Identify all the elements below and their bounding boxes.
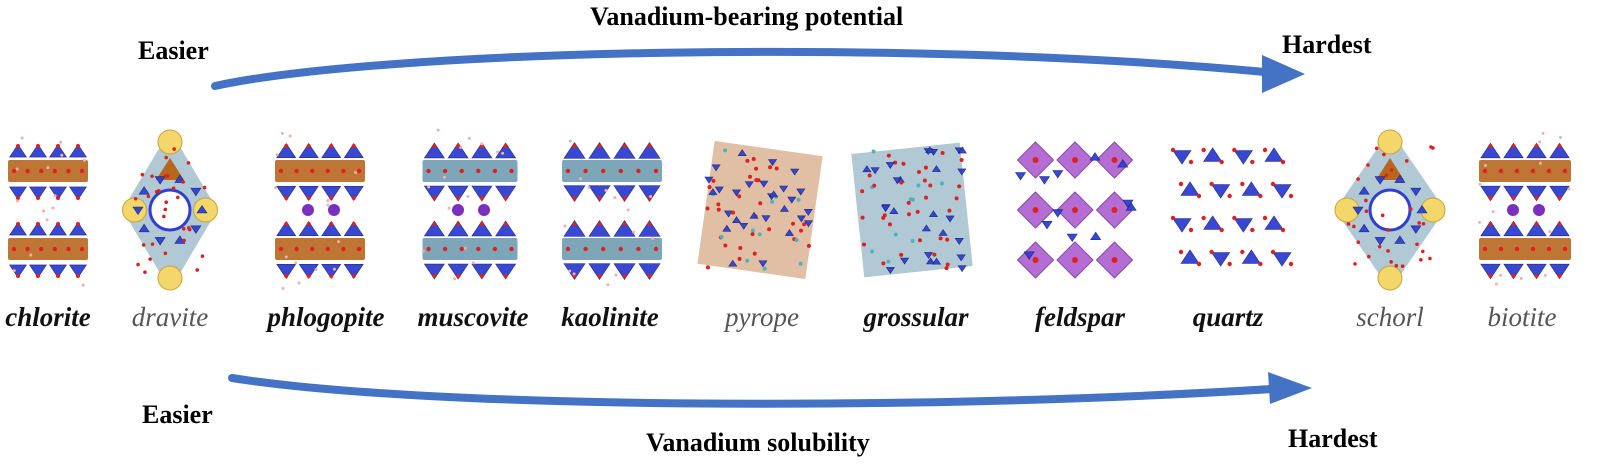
bottom-arrow (228, 374, 1276, 408)
structure-feldspar (1014, 141, 1137, 279)
structure-kaolinite (562, 139, 662, 287)
top-start-label: Easier (138, 36, 209, 65)
structure-dravite (122, 129, 218, 291)
top-arrow (211, 47, 1269, 90)
bottom-start-label: Easier (142, 400, 213, 429)
mineral-label-phlogopite: phlogopite (267, 302, 385, 332)
structure-chlorite (8, 136, 88, 287)
mineral-label-quartz: quartz (1192, 302, 1264, 332)
top-arrow-title: Vanadium-bearing potential (590, 2, 904, 31)
mineral-label-chlorite: chlorite (5, 302, 91, 332)
structure-grossular (851, 142, 973, 278)
mineral-structures (8, 128, 1571, 291)
mineral-label-muscovite: muscovite (417, 302, 529, 332)
bottom-arrowhead (1268, 372, 1312, 404)
bottom-end-label: Hardest (1288, 424, 1378, 453)
mineral-label-schorl: schorl (1356, 302, 1424, 332)
mineral-label-biotite: biotite (1487, 302, 1557, 332)
structure-pyrope (697, 141, 823, 279)
structure-schorl (1334, 129, 1446, 291)
structure-quartz (1170, 147, 1294, 267)
mineral-label-feldspar: feldspar (1035, 302, 1125, 332)
structure-phlogopite (274, 131, 365, 290)
mineral-label-grossular: grossular (863, 302, 969, 332)
mineral-label-kaolinite: kaolinite (561, 302, 659, 332)
structure-muscovite (421, 128, 518, 281)
top-end-label: Hardest (1282, 30, 1372, 59)
structure-biotite (1477, 131, 1571, 286)
mineral-label-dravite: dravite (131, 302, 209, 332)
top-arrowhead (1262, 55, 1305, 93)
mineral-label-pyrope: pyrope (725, 302, 799, 332)
bottom-arrow-title: Vanadium solubility (646, 428, 870, 457)
